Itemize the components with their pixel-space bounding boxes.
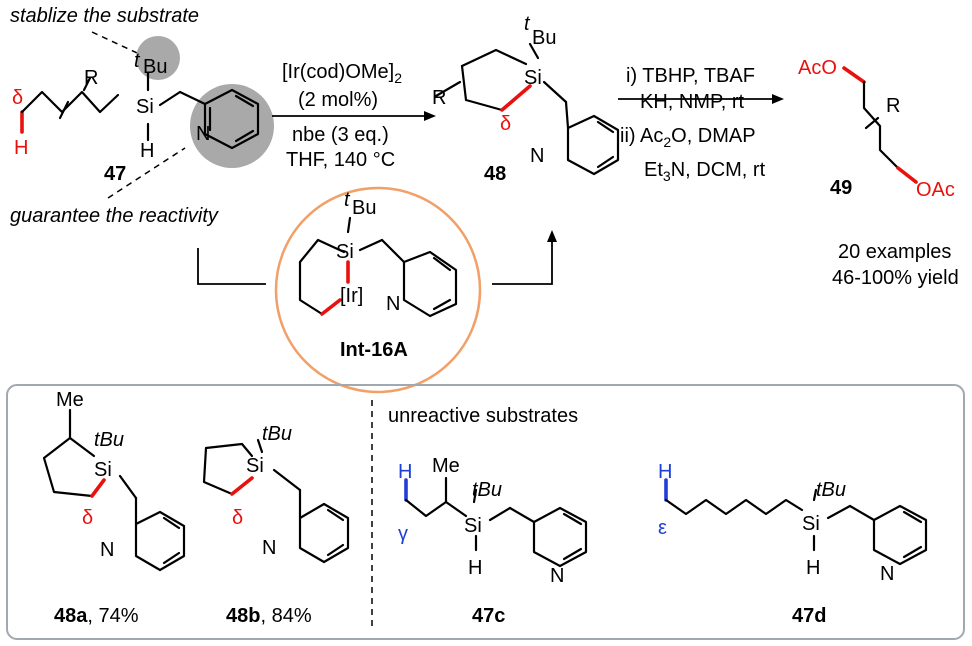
compound-48-structure bbox=[434, 42, 620, 176]
si-int: Si bbox=[336, 241, 354, 263]
tbu-47d: tBu bbox=[816, 479, 846, 501]
aco-49: AcO bbox=[798, 57, 837, 79]
alkyl-chain bbox=[20, 90, 120, 114]
me-47c: Me bbox=[432, 455, 460, 477]
n-48: N bbox=[530, 145, 544, 167]
pyridine-ring-47d bbox=[872, 504, 928, 566]
cond2-line4: Et3N, DCM, rt bbox=[644, 159, 766, 184]
cond1-solvent: THF, 140 °C bbox=[286, 149, 395, 171]
oac-49: OAc bbox=[916, 179, 955, 201]
compound-47-structure bbox=[20, 36, 274, 168]
cond1-nbe: nbe (3 eq.) bbox=[292, 124, 389, 146]
delta-47: δ bbox=[12, 87, 23, 109]
cond1-catalyst: [Ir(cod)OMe]2 bbox=[282, 61, 402, 86]
n-int: N bbox=[386, 293, 400, 315]
pyridine-ring-int bbox=[402, 250, 458, 318]
t-sup-int: t bbox=[344, 189, 351, 211]
h-47: H bbox=[140, 140, 154, 162]
compound-49-structure bbox=[842, 66, 918, 184]
n-47d: N bbox=[880, 563, 894, 585]
n-47c: N bbox=[550, 565, 564, 587]
label-49: 49 bbox=[830, 177, 852, 199]
r-48: R bbox=[432, 87, 446, 109]
tbu-48a: tBu bbox=[94, 429, 124, 451]
h-blue-47d: H bbox=[658, 461, 672, 483]
pyridine-ring-47 bbox=[203, 88, 260, 150]
gamma-47c: γ bbox=[398, 523, 408, 545]
n-48a: N bbox=[100, 539, 114, 561]
delta-48b: δ bbox=[232, 507, 243, 529]
si-47c: Si bbox=[464, 515, 482, 537]
cond2-line3: ii) Ac2O, DMAP bbox=[620, 125, 756, 150]
me-48a: Me bbox=[56, 389, 84, 411]
bu-int: Bu bbox=[352, 197, 376, 219]
dash-line-reactivity bbox=[107, 147, 186, 199]
compound-48a-structure bbox=[42, 408, 186, 572]
h-47d: H bbox=[806, 557, 820, 579]
r-49: R bbox=[886, 95, 900, 117]
si-48b: Si bbox=[246, 455, 264, 477]
annotation-reactivity: guarantee the reactivity bbox=[10, 205, 219, 227]
si-48a: Si bbox=[94, 459, 112, 481]
int-highlight-circle bbox=[274, 186, 482, 394]
label-47d: 47d bbox=[792, 605, 826, 627]
arrow-to-int bbox=[197, 248, 266, 285]
examples-count: 20 examples bbox=[838, 241, 951, 263]
label-47: 47 bbox=[104, 163, 126, 185]
h-blue-47c: H bbox=[398, 461, 412, 483]
n-47: N bbox=[196, 123, 210, 145]
si-47d: Si bbox=[802, 513, 820, 535]
gray-highlight-tbu bbox=[136, 36, 180, 80]
int-16a-structure bbox=[298, 216, 458, 318]
bu-47: Bu bbox=[143, 56, 167, 78]
unreactive-title: unreactive substrates bbox=[388, 405, 578, 427]
label-47c: 47c bbox=[472, 605, 505, 627]
label-48: 48 bbox=[484, 163, 506, 185]
si-48: Si bbox=[524, 67, 542, 89]
examples-panel bbox=[6, 384, 965, 640]
pyridine-ring-48a bbox=[134, 510, 186, 572]
h-47c: H bbox=[468, 557, 482, 579]
compound-47d-structure bbox=[664, 478, 928, 566]
ir-int: [Ir] bbox=[340, 285, 363, 307]
t-sup-48: t bbox=[524, 13, 531, 35]
tbu-47c: tBu bbox=[472, 479, 502, 501]
si-47: Si bbox=[136, 96, 154, 118]
annotation-stabilize: stablize the substrate bbox=[10, 5, 199, 27]
compound-48b-structure bbox=[202, 438, 350, 564]
label-48a: 48a, 74% bbox=[54, 605, 139, 627]
arrow-from-int bbox=[492, 242, 553, 285]
delta-48: δ bbox=[500, 113, 511, 135]
bu-48: Bu bbox=[532, 27, 556, 49]
label-int16a: Int-16A bbox=[340, 339, 408, 361]
cond1-loading: (2 mol%) bbox=[298, 89, 378, 111]
pyridine-ring-48b bbox=[298, 502, 350, 564]
t-sup-47: t bbox=[134, 50, 141, 72]
tbu-48b: tBu bbox=[262, 423, 292, 445]
pyridine-ring-47c bbox=[532, 506, 588, 568]
epsilon-47d: ε bbox=[658, 517, 667, 539]
pyridine-ring-48 bbox=[566, 114, 620, 176]
compound-47c-structure bbox=[404, 476, 588, 568]
h-red-47: H bbox=[14, 137, 28, 159]
delta-48a: δ bbox=[82, 507, 93, 529]
r-47: R bbox=[84, 67, 98, 89]
yield-range: 46-100% yield bbox=[832, 267, 959, 289]
cond2-line2: KH, NMP, rt bbox=[640, 91, 745, 113]
label-48b: 48b, 84% bbox=[226, 605, 312, 627]
cond2-line1: i) TBHP, TBAF bbox=[626, 65, 755, 87]
n-48b: N bbox=[262, 537, 276, 559]
